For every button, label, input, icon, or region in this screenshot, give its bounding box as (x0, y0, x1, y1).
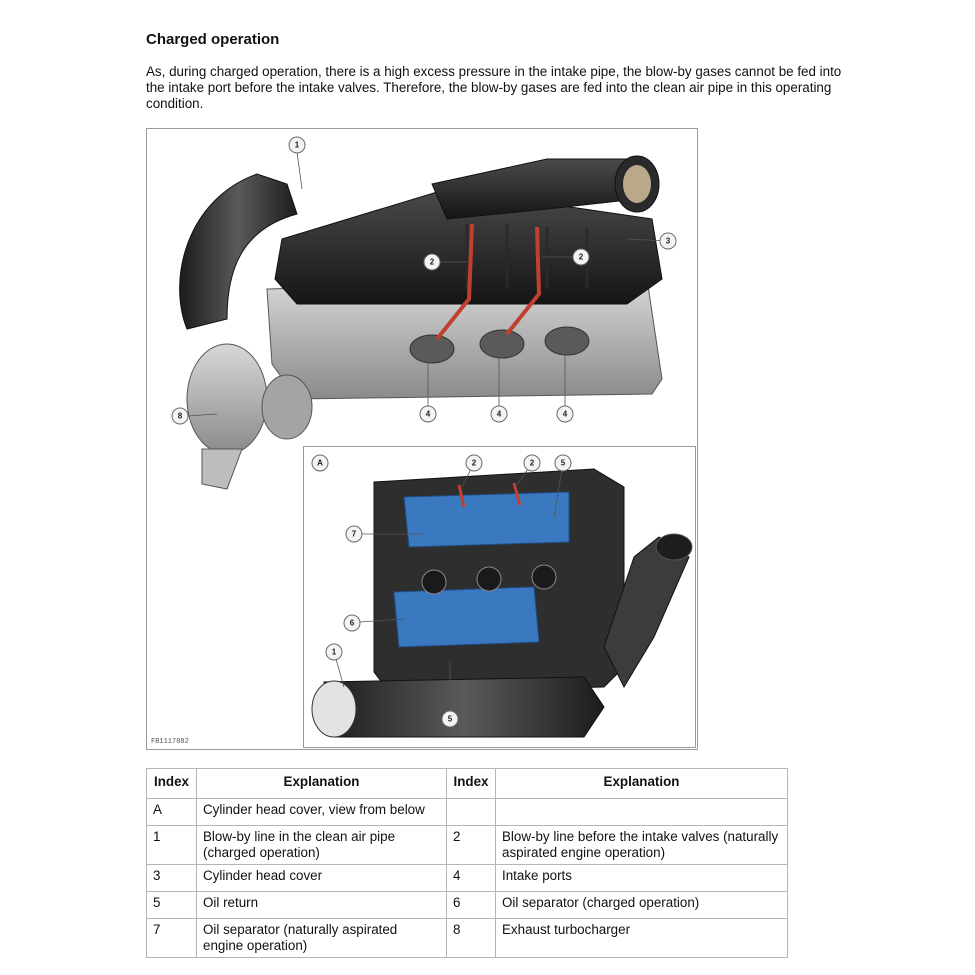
engine-illustration: 1 2 2 3 4 4 4 8 (171, 136, 677, 490)
header-index-2: Index (446, 768, 496, 799)
inset-callout-label: 7 (352, 530, 357, 539)
table-cell: Cylinder head cover (196, 864, 447, 892)
main-callout-label: 4 (497, 410, 502, 419)
table-cell: 3 (146, 864, 197, 892)
inset-callout-marker (343, 614, 361, 632)
section-heading: Charged operation (146, 31, 280, 48)
main-callout-marker (419, 405, 437, 423)
table-cell: 2 (446, 825, 496, 865)
table-cell: 6 (446, 891, 496, 919)
inset-callout-label: A (317, 459, 323, 468)
table-cell: Oil separator (charged operation) (495, 891, 788, 919)
table-header-row: Index Explanation Index Explanation (146, 768, 788, 799)
main-callout-marker (659, 232, 677, 250)
table-cell: Cylinder head cover, view from below (196, 798, 447, 826)
inset-callout-label: 2 (472, 459, 477, 468)
inset-callout-marker (523, 454, 541, 472)
table-cell: Oil return (196, 891, 447, 919)
table-cell: 5 (146, 891, 197, 919)
engine-figure: 1 2 2 3 4 4 4 8 (146, 128, 698, 750)
inset-callout-marker (311, 454, 329, 472)
main-callout-label: 2 (579, 253, 584, 262)
inset-callout-marker (465, 454, 483, 472)
table-row: 3 Cylinder head cover 4 Intake ports (146, 864, 788, 892)
table-cell: Exhaust turbocharger (495, 918, 788, 958)
table-cell: A (146, 798, 197, 826)
cover-underside-illustration: A 2 2 5 7 6 1 5 (311, 454, 693, 738)
main-callout-label: 8 (178, 412, 183, 421)
table-row: 5 Oil return 6 Oil separator (charged op… (146, 891, 788, 919)
table-cell: Blow-by line before the intake valves (n… (495, 825, 788, 865)
main-callout-marker (572, 248, 590, 266)
table-cell: 7 (146, 918, 197, 958)
inset-callout-label: 2 (530, 459, 535, 468)
inset-callout-label: 6 (350, 619, 355, 628)
inset-callout-marker (441, 710, 459, 728)
main-callout-marker (171, 407, 189, 425)
main-callout-marker (490, 405, 508, 423)
inset-callout-label: 5 (448, 715, 453, 724)
table-cell: Oil separator (naturally aspirated engin… (196, 918, 447, 958)
main-callout-label: 4 (563, 410, 568, 419)
table-row: 1 Blow-by line in the clean air pipe (ch… (146, 825, 788, 865)
figure-code: FB1117082 (151, 738, 189, 746)
table-cell: Blow-by line in the clean air pipe (char… (196, 825, 447, 865)
index-table: Index Explanation Index Explanation A Cy… (146, 768, 788, 958)
main-callout-marker (423, 253, 441, 271)
table-row: 7 Oil separator (naturally aspirated eng… (146, 918, 788, 958)
intro-paragraph: As, during charged operation, there is a… (146, 64, 842, 111)
table-row: A Cylinder head cover, view from below (146, 798, 788, 826)
table-cell: 1 (146, 825, 197, 865)
inset-callout-label: 1 (332, 648, 337, 657)
header-explanation-2: Explanation (495, 768, 788, 799)
inset-view-from-below: A 2 2 5 7 6 1 5 (303, 446, 696, 748)
main-callout-label: 1 (295, 141, 300, 150)
table-cell: 8 (446, 918, 496, 958)
main-callout-label: 3 (666, 237, 671, 246)
inset-callout-marker (325, 643, 343, 661)
main-callout-label: 4 (426, 410, 431, 419)
table-cell (495, 798, 788, 826)
inset-callout-label: 5 (561, 459, 566, 468)
table-cell: Intake ports (495, 864, 788, 892)
header-index-1: Index (146, 768, 197, 799)
inset-callout-marker (554, 454, 572, 472)
inset-callout-marker (345, 525, 363, 543)
main-callout-marker (288, 136, 306, 154)
main-callout-label: 2 (430, 258, 435, 267)
table-cell (446, 798, 496, 826)
table-cell: 4 (446, 864, 496, 892)
main-callout-marker (556, 405, 574, 423)
header-explanation-1: Explanation (196, 768, 447, 799)
